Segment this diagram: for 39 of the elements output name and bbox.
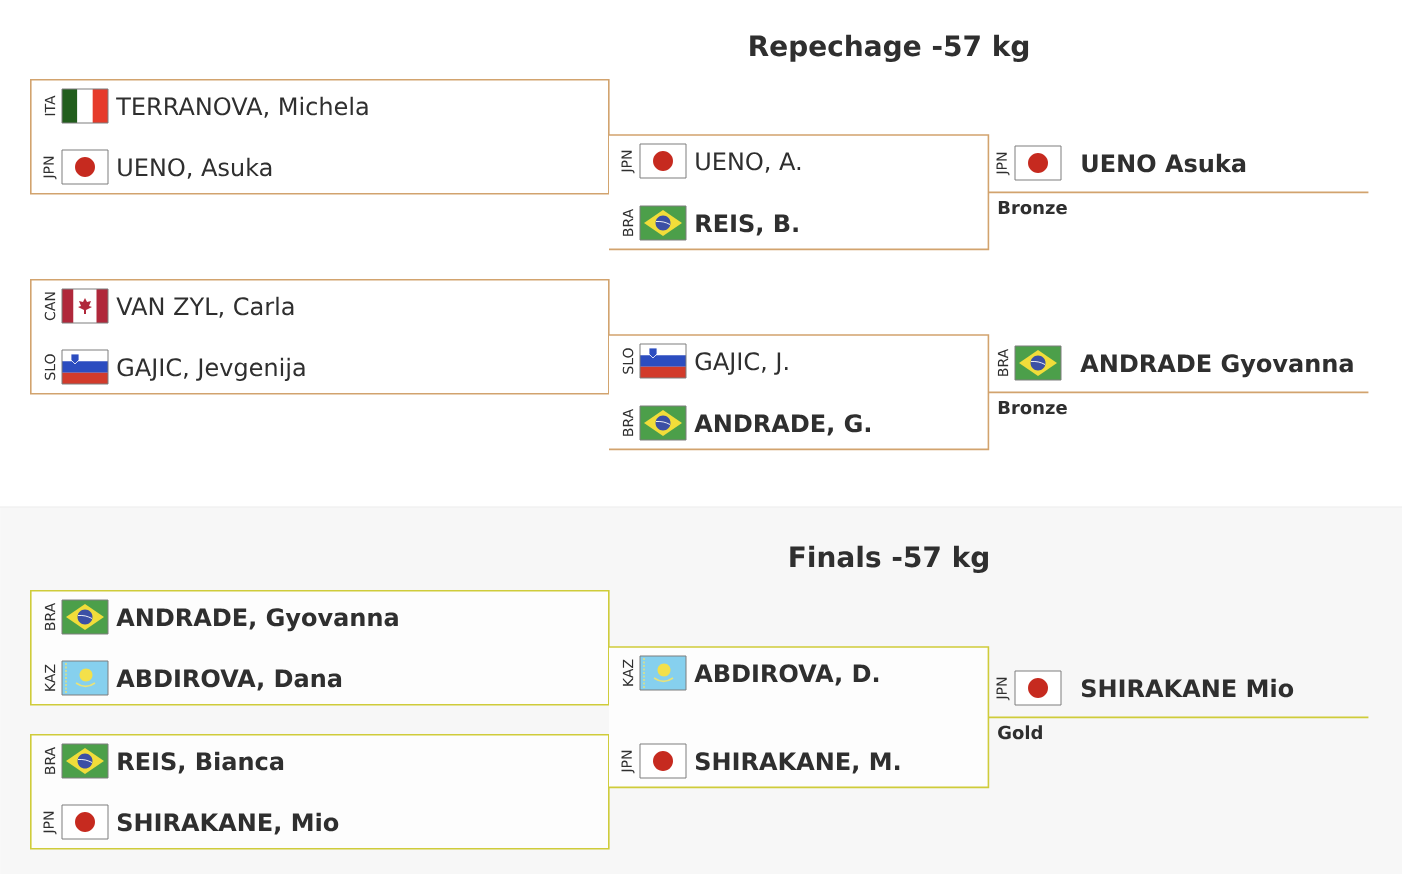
athlete-name: UENO, A. — [696, 152, 801, 173]
country-code: CAN — [44, 292, 56, 321]
country-code: JPN — [621, 150, 635, 174]
country-code: SLO — [44, 354, 56, 380]
country-code: JPN — [621, 750, 635, 774]
section-title: Finals -57 kg — [790, 545, 988, 574]
country-code: JPN — [43, 156, 57, 180]
country-code: JPN — [996, 677, 1010, 701]
country-code: JPN — [996, 152, 1010, 176]
athlete-name: SHIRAKANE Mio — [1081, 678, 1294, 698]
country-code: BRA — [997, 348, 1009, 376]
athlete-name: ANDRADE, Gyovanna — [116, 608, 398, 632]
country-code: BRA — [622, 208, 634, 236]
medal-label: Bronze — [998, 200, 1067, 215]
country-code: KAZ — [44, 664, 56, 691]
athlete-name: VAN ZYL, Carla — [116, 296, 294, 318]
athlete-name: GAJIC, J. — [695, 352, 788, 375]
athlete-name: ABDIROVA, D. — [694, 664, 879, 686]
medal-label: Bronze — [998, 400, 1067, 415]
athlete-name: SHIRAKANE, Mio — [117, 812, 339, 835]
country-code: KAZ — [622, 659, 634, 686]
athlete-name: ABDIROVA, Dana — [116, 669, 342, 691]
athlete-name: UENO, Asuka — [118, 157, 272, 179]
athlete-name: SHIRAKANE, M. — [695, 752, 900, 774]
athlete-name: TERRANOVA, Michela — [116, 96, 368, 118]
country-code: BRA — [44, 602, 56, 630]
country-code: JPN — [43, 811, 57, 835]
section-title: Repechage -57 kg — [750, 34, 1029, 63]
athlete-name: UENO Asuka — [1082, 153, 1246, 173]
athlete-name: GAJIC, Jevgenija — [117, 357, 305, 381]
athlete-name: ANDRADE, G. — [694, 414, 870, 436]
athlete-name: REIS, B. — [696, 214, 798, 236]
country-code: SLO — [622, 348, 634, 374]
country-code: BRA — [622, 408, 634, 436]
athlete-name: ANDRADE Gyovanna — [1080, 354, 1353, 378]
country-code: BRA — [44, 746, 56, 774]
country-code: ITA — [44, 95, 56, 116]
medal-label: Gold — [998, 725, 1042, 740]
athlete-name: REIS, Bianca — [118, 751, 284, 774]
